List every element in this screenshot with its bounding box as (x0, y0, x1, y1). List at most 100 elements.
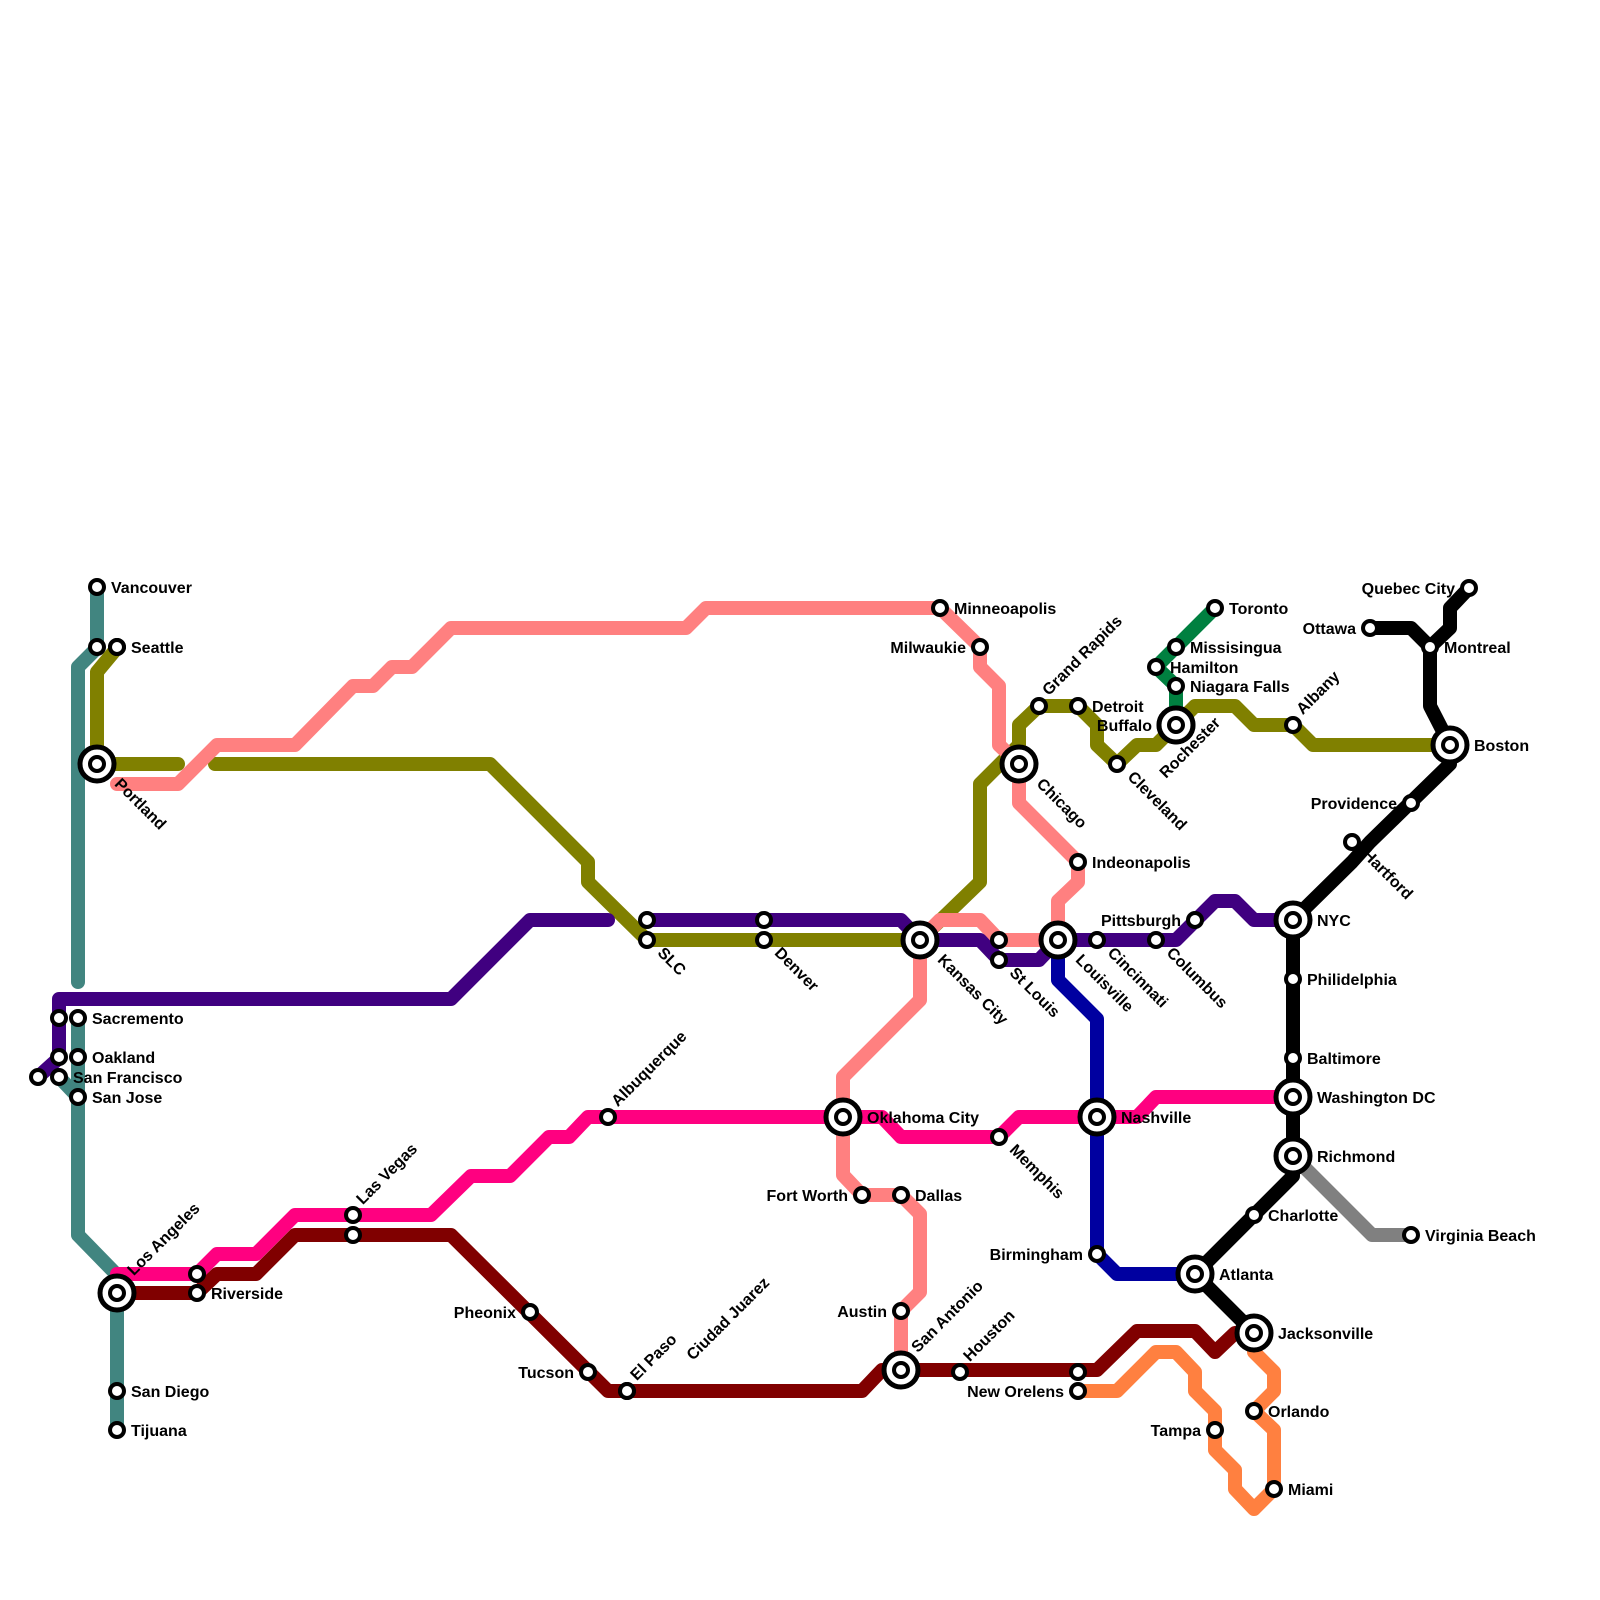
station-icon[interactable] (1284, 970, 1302, 988)
station-label[interactable]: New Orelens (967, 1384, 1064, 1401)
station-icon[interactable] (1343, 833, 1361, 851)
station-label[interactable]: Hamilton (1170, 660, 1238, 677)
station-label[interactable]: Jacksonville (1278, 1326, 1373, 1343)
station-label[interactable]: Oakland (92, 1050, 155, 1067)
interchange-station-icon[interactable] (77, 744, 117, 784)
station-label[interactable]: Sacremento (92, 1011, 184, 1028)
station-icon[interactable] (990, 1128, 1008, 1146)
station-label[interactable]: Charlotte (1268, 1208, 1338, 1225)
station-label[interactable]: Missisingua (1190, 640, 1282, 657)
station-icon[interactable] (29, 1068, 47, 1086)
station-icon[interactable] (755, 911, 773, 929)
station-icon[interactable] (1402, 1226, 1420, 1244)
station-label[interactable]: Ottawa (1303, 621, 1356, 638)
station-label[interactable]: El Paso (628, 1331, 681, 1384)
station-label[interactable]: SLC (654, 945, 689, 980)
station-icon[interactable] (88, 638, 106, 656)
interchange-station-icon[interactable] (900, 920, 940, 960)
interchange-station-icon[interactable] (97, 1273, 137, 1313)
station-icon[interactable] (638, 911, 656, 929)
station-label[interactable]: Baltimore (1307, 1051, 1381, 1068)
station-label[interactable]: Houston (961, 1307, 1019, 1365)
station-icon[interactable] (1108, 755, 1126, 773)
station-label[interactable]: Boston (1474, 738, 1529, 755)
station-icon[interactable] (1265, 1480, 1283, 1498)
station-icon[interactable] (1147, 931, 1165, 949)
station-icon[interactable] (990, 931, 1008, 949)
station-label[interactable]: NYC (1317, 913, 1351, 930)
station-label[interactable]: Cleveland (1124, 769, 1189, 834)
interchange-station-icon[interactable] (881, 1350, 921, 1390)
station-icon[interactable] (108, 1421, 126, 1439)
station-icon[interactable] (69, 1048, 87, 1066)
station-label[interactable]: Hartford (1359, 847, 1416, 904)
interchange-station-icon[interactable] (1273, 1136, 1313, 1176)
station-label[interactable]: Vancouver (111, 580, 192, 597)
station-label[interactable]: Detroit (1092, 699, 1144, 716)
station-icon[interactable] (599, 1108, 617, 1126)
station-label[interactable]: Pheonix (454, 1305, 516, 1322)
station-icon[interactable] (1167, 677, 1185, 695)
station-icon[interactable] (579, 1363, 597, 1381)
interchange-station-icon[interactable] (1234, 1313, 1274, 1353)
station-label[interactable]: Birmingham (990, 1247, 1083, 1264)
station-icon[interactable] (108, 638, 126, 656)
station-label[interactable]: Nashville (1121, 1110, 1191, 1127)
station-icon[interactable] (755, 931, 773, 949)
station-label[interactable]: Columbus (1163, 945, 1230, 1012)
station-label[interactable]: Tijuana (131, 1423, 187, 1440)
station-icon[interactable] (892, 1186, 910, 1204)
station-icon[interactable] (188, 1284, 206, 1302)
station-label[interactable]: Orlando (1268, 1404, 1330, 1421)
interchange-station-icon[interactable] (1175, 1254, 1215, 1294)
station-icon[interactable] (1206, 1421, 1224, 1439)
station-icon[interactable] (1069, 697, 1087, 715)
station-icon[interactable] (853, 1186, 871, 1204)
station-icon[interactable] (50, 1048, 68, 1066)
station-icon[interactable] (1069, 1363, 1087, 1381)
station-icon[interactable] (1421, 638, 1439, 656)
station-icon[interactable] (1284, 1049, 1302, 1067)
station-label[interactable]: Quebec City (1362, 581, 1455, 598)
station-label[interactable]: Las Vegas (354, 1141, 421, 1208)
station-icon[interactable] (1460, 579, 1478, 597)
station-icon[interactable] (1069, 1382, 1087, 1400)
station-label[interactable]: Denver (771, 945, 821, 995)
station-label[interactable]: Montreal (1444, 640, 1511, 657)
station-label[interactable]: Washington DC (1317, 1090, 1436, 1107)
station-label[interactable]: Niagara Falls (1190, 679, 1290, 696)
station-label[interactable]: Riverside (211, 1286, 283, 1303)
station-label[interactable]: San Jose (92, 1090, 162, 1107)
station-label[interactable]: Virginia Beach (1425, 1228, 1536, 1245)
station-icon[interactable] (638, 931, 656, 949)
station-icon[interactable] (344, 1206, 362, 1224)
station-icon[interactable] (1088, 1245, 1106, 1263)
station-label[interactable]: Ciudad Juarez (684, 1274, 773, 1363)
station-label[interactable]: Tucson (518, 1365, 574, 1382)
station-label[interactable]: Memphis (1006, 1142, 1067, 1203)
station-label[interactable]: San Francisco (73, 1070, 183, 1087)
station-label[interactable]: Fort Worth (767, 1188, 848, 1205)
station-label[interactable]: Milwaukie (890, 640, 966, 657)
interchange-station-icon[interactable] (1156, 705, 1196, 745)
interchange-station-icon[interactable] (999, 744, 1039, 784)
station-label[interactable]: Providence (1311, 796, 1397, 813)
station-icon[interactable] (88, 578, 106, 596)
interchange-station-icon[interactable] (1273, 900, 1313, 940)
station-label[interactable]: Grand Rapids (1040, 613, 1126, 699)
station-icon[interactable] (1206, 599, 1224, 617)
station-label[interactable]: Buffalo (1097, 718, 1152, 735)
station-icon[interactable] (1147, 658, 1165, 676)
station-icon[interactable] (951, 1363, 969, 1381)
station-icon[interactable] (1245, 1206, 1263, 1224)
station-icon[interactable] (1167, 638, 1185, 656)
interchange-station-icon[interactable] (1077, 1097, 1117, 1137)
interchange-station-icon[interactable] (1430, 725, 1470, 765)
station-icon[interactable] (1186, 911, 1204, 929)
station-icon[interactable] (1088, 931, 1106, 949)
station-icon[interactable] (931, 599, 949, 617)
station-label[interactable]: Seattle (131, 640, 184, 657)
station-icon[interactable] (188, 1265, 206, 1283)
station-label[interactable]: Austin (837, 1304, 887, 1321)
station-label[interactable]: Albuquerque (609, 1028, 691, 1110)
